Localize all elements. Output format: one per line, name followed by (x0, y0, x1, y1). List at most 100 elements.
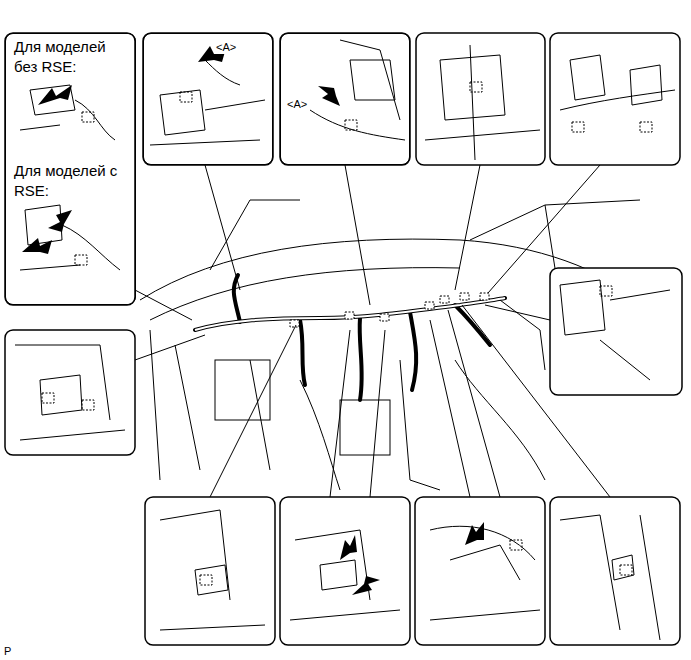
drawing-stroke (455, 360, 545, 480)
drawing-stroke (360, 318, 362, 400)
callout-box: Для моделей без RSE: Для моделей с RSE: (5, 33, 136, 305)
drawing-stroke (480, 293, 489, 300)
drawing-stroke (320, 560, 357, 590)
drawing-stroke (430, 610, 540, 620)
drawing-stroke (400, 360, 440, 490)
drawing-stroke (610, 290, 670, 300)
drawing-stroke (345, 165, 370, 305)
detail-sketches (15, 40, 675, 640)
drawing-stroke (48, 210, 72, 232)
drawing-stroke (82, 400, 94, 410)
drawing-stroke (318, 86, 340, 106)
drawing-stroke (370, 330, 385, 497)
drawing-stroke (160, 510, 230, 600)
drawing-stroke (570, 55, 605, 100)
drawing-stroke (345, 120, 357, 130)
model-note: Для моделей без RSE: (12, 37, 132, 76)
drawing-stroke (425, 302, 434, 309)
drawing-stroke (560, 515, 620, 630)
drawing-stroke (470, 82, 482, 92)
drawing-stroke (448, 310, 500, 497)
drawing-stroke (20, 265, 80, 270)
drawing-stroke (290, 610, 400, 620)
drawing-stroke (415, 497, 545, 645)
drawing-stroke (572, 122, 584, 132)
detail-mark: <A> (285, 97, 309, 111)
drawing-stroke (510, 540, 522, 550)
drawing-stroke (75, 255, 87, 265)
drawing-stroke (470, 200, 640, 240)
drawing-stroke (345, 312, 354, 319)
model-note: Для моделей с RSE: (12, 161, 132, 200)
drawing-stroke (600, 340, 650, 380)
drawing-stroke (5, 330, 135, 455)
drawing-stroke (340, 535, 357, 560)
callout-boxes-with-text (5, 33, 410, 305)
drawing-stroke (410, 312, 416, 390)
drawing-stroke (38, 85, 72, 105)
drawing-stroke (175, 345, 200, 470)
drawing-stroke (440, 296, 449, 303)
drawing-stroke (352, 576, 380, 595)
drawing-stroke (485, 305, 550, 320)
drawing-stroke (195, 298, 505, 330)
drawing-stroke (15, 345, 110, 420)
drawing-stroke (290, 320, 299, 327)
drawing-stroke (62, 225, 120, 270)
drawing-stroke (280, 497, 410, 645)
drawing-stroke (205, 60, 240, 85)
drawing-stroke (620, 565, 632, 575)
drawing-stroke (75, 100, 115, 140)
drawing-stroke (150, 140, 260, 145)
wire-harness-highlight (195, 298, 505, 330)
drawing-stroke (5, 33, 135, 305)
drawing-stroke (42, 393, 54, 403)
drawing-stroke (430, 320, 470, 497)
clip-marks (290, 293, 489, 327)
detail-mark: <A> (214, 40, 238, 54)
drawing-stroke (215, 360, 270, 420)
drawing-stroke (612, 555, 634, 580)
drawing-stroke (455, 305, 490, 345)
drawing-stroke (20, 125, 60, 130)
drawing-stroke (22, 238, 52, 254)
callout-box: <A> (143, 33, 273, 165)
drawing-stroke (40, 375, 82, 415)
drawing-stroke (143, 33, 273, 165)
wire-harness (195, 275, 505, 400)
drawing-stroke (630, 65, 662, 105)
drawing-stroke (160, 90, 205, 135)
drawing-stroke (135, 335, 205, 360)
leader-lines (135, 165, 610, 497)
drawing-stroke (160, 625, 265, 630)
drawing-stroke (380, 314, 389, 321)
drawing-stroke (210, 200, 300, 270)
drawing-stroke (310, 110, 405, 140)
drawing-stroke (425, 130, 540, 140)
pointer-arrows (22, 46, 484, 595)
drawing-stroke (560, 280, 605, 335)
drawing-stroke (340, 40, 400, 120)
drawing-stroke (205, 165, 240, 290)
drawing-stroke (300, 380, 340, 490)
drawing-stroke (465, 522, 484, 545)
drawing-stroke (300, 320, 305, 385)
drawing-stroke (234, 275, 240, 322)
drawing-stroke (200, 575, 212, 585)
callout-boxes (5, 33, 682, 645)
drawing-stroke (195, 565, 228, 595)
drawing-stroke (640, 122, 652, 132)
drawing-stroke (195, 298, 505, 330)
clip-marks-detail (42, 82, 652, 585)
drawing-stroke (82, 112, 94, 122)
drawing-stroke (250, 360, 270, 470)
drawing-stroke (135, 290, 192, 320)
drawing-stroke (550, 268, 682, 395)
drawing-stroke (550, 33, 680, 165)
drawing-stroke (460, 293, 469, 300)
drawing-stroke (20, 430, 125, 440)
drawing-stroke (455, 165, 480, 290)
drawing-stroke (30, 85, 75, 115)
drawing-stroke (550, 497, 680, 645)
drawing-stroke (640, 515, 660, 640)
